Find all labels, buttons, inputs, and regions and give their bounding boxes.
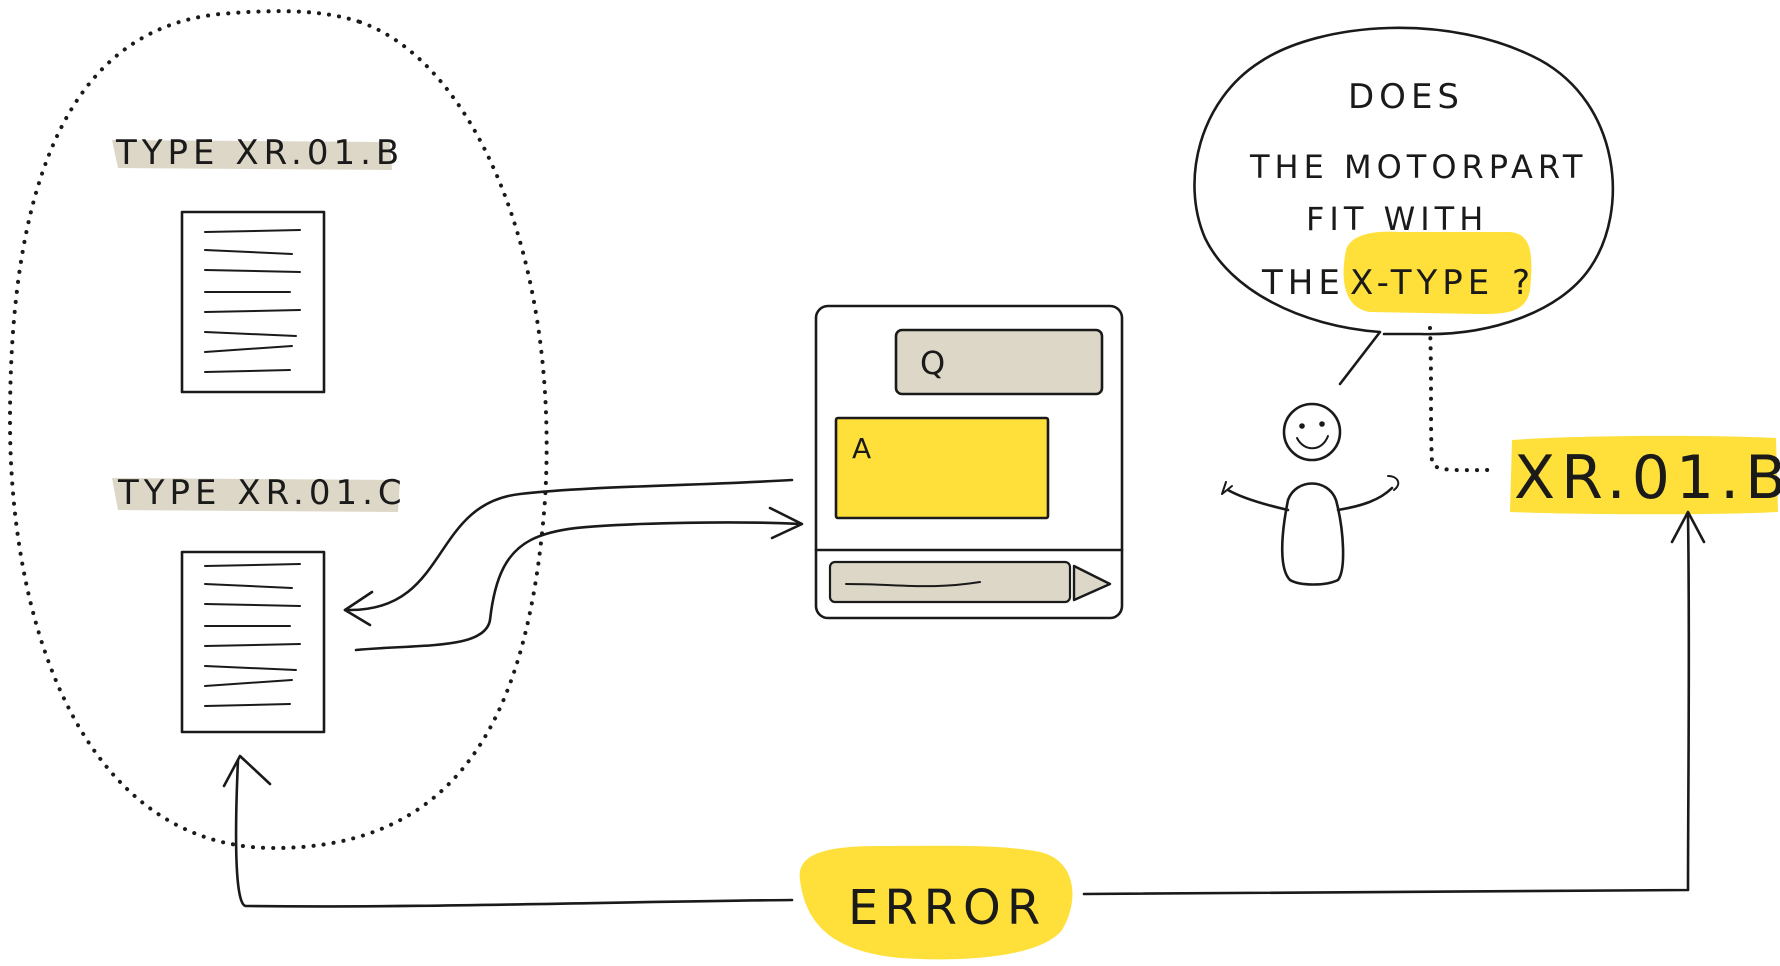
type-b-label-text: TYPE XR.01.B xyxy=(115,133,404,173)
answer-bubble-text: A xyxy=(852,432,876,465)
message-input[interactable] xyxy=(828,560,1072,604)
bubble-line-3: FIT WITH xyxy=(1306,200,1488,238)
bubble-question-mark: ? xyxy=(1512,263,1535,303)
answer-arrow-head xyxy=(343,590,374,627)
answer-arrow xyxy=(343,478,794,612)
bubble-to-result-dotted-line xyxy=(1428,326,1490,473)
smiley-person-icon xyxy=(1221,402,1400,586)
type-b-label: TYPE XR.01.B xyxy=(112,133,404,173)
error-loop-line-right xyxy=(1082,514,1691,896)
error-loop-arrow-head-right xyxy=(1670,510,1706,544)
answer-bubble: A xyxy=(834,416,1050,520)
result-label: XR.01.B xyxy=(1510,435,1780,515)
document-group-dotted-outline xyxy=(7,9,549,851)
bubble-line-1: DOES xyxy=(1348,77,1464,117)
error-loop-arrow-head-left xyxy=(222,754,272,788)
query-bubble: Q xyxy=(894,328,1104,396)
query-arrow-head xyxy=(768,506,804,540)
bubble-line-4-prefix: THE xyxy=(1261,263,1345,303)
speech-bubble: DOES THE MOTORPART FIT WITH THE X-TYPE ? xyxy=(1193,26,1615,386)
send-triangle-icon[interactable] xyxy=(1072,564,1112,602)
document-c-icon xyxy=(180,550,326,734)
error-loop-line-left xyxy=(234,758,794,908)
type-c-label-text: TYPE XR.01.C xyxy=(117,473,407,513)
error-badge-text: ERROR xyxy=(848,880,1046,936)
document-b-icon xyxy=(180,210,326,394)
query-arrow xyxy=(354,521,802,652)
bubble-highlight-text: X-TYPE xyxy=(1350,263,1494,303)
result-label-text: XR.01.B xyxy=(1514,443,1780,513)
query-bubble-text: Q xyxy=(920,344,950,382)
bubble-line-2: THE MOTORPART xyxy=(1249,148,1587,186)
chat-window: Q A xyxy=(814,304,1124,620)
type-c-label: TYPE XR.01.C xyxy=(112,473,407,513)
error-badge: ERROR xyxy=(799,845,1073,960)
